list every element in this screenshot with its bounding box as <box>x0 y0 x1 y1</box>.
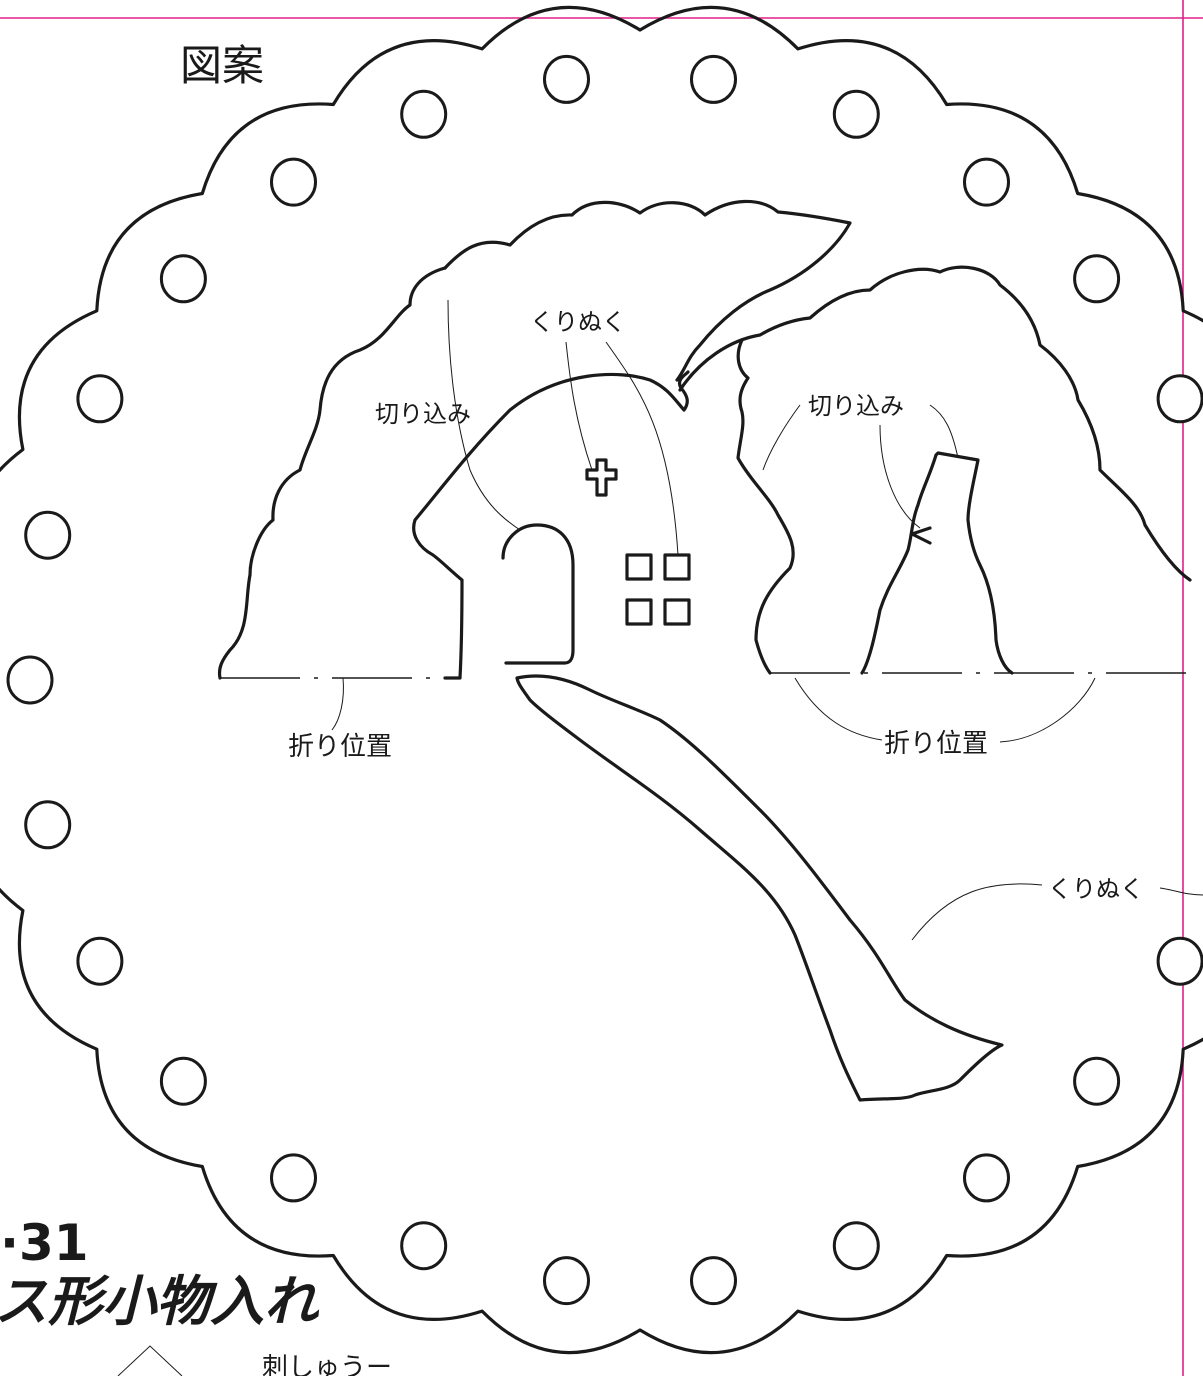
window-pane-1 <box>625 553 653 581</box>
punch-hole <box>543 54 590 104</box>
punch-hole <box>690 54 737 104</box>
punch-hole <box>6 655 54 705</box>
punch-hole <box>400 1221 448 1271</box>
punch-holes <box>6 54 1203 1306</box>
leader-slit-right-c <box>929 404 959 459</box>
label-slit-right: 切り込み <box>808 392 904 420</box>
page-title: 図案 <box>180 41 264 90</box>
leader-fold-right-a <box>794 677 883 741</box>
snowman-nose-cut <box>910 526 932 545</box>
punch-hole <box>1156 936 1203 986</box>
window-pane-4 <box>663 598 691 626</box>
punch-hole <box>963 157 1010 207</box>
footer-number: ·31 <box>0 1214 89 1272</box>
punch-hole <box>159 1056 207 1106</box>
punch-hole <box>400 89 448 139</box>
punch-hole <box>24 510 72 560</box>
label-cutout-trunk: くりぬく <box>1048 875 1144 903</box>
punch-hole <box>76 374 124 424</box>
right-tree-left-edge <box>736 338 795 675</box>
label-fold-left: 折り位置 <box>288 732 392 762</box>
leader-cutout-window <box>605 341 679 556</box>
footer-partial-note: 刺しゅうー <box>262 1353 392 1376</box>
label-cutout-top: くりぬく <box>530 308 626 336</box>
punch-hole <box>1073 1056 1121 1106</box>
left-tree-edge <box>217 266 447 680</box>
footer-name: ス形小物入れ <box>0 1270 320 1333</box>
leader-lines <box>331 299 1203 941</box>
punch-hole <box>963 1153 1010 1203</box>
punch-hole <box>1073 254 1121 304</box>
leader-fold-left <box>331 677 344 731</box>
window-pane-3 <box>625 598 653 626</box>
house-outline <box>412 370 690 680</box>
leader-fold-right-b <box>999 677 1096 743</box>
right-tree-edge <box>678 265 1192 582</box>
snowman <box>860 451 1014 675</box>
tree-trunk-cutout <box>515 674 1004 1102</box>
house-windows <box>625 553 691 626</box>
leader-cutout-trunk-end <box>1159 887 1203 896</box>
leader-slit-left <box>447 299 521 531</box>
punch-hole <box>690 1256 737 1306</box>
roof-cross-cutout <box>585 458 618 497</box>
wreath-scalloped-outline <box>0 5 1203 1355</box>
house-door <box>501 523 575 665</box>
inner-opening-treetop-edge <box>443 199 852 382</box>
label-fold-right: 折り位置 <box>884 729 988 759</box>
punch-hole <box>543 1256 590 1306</box>
footer-diamond-shape <box>117 1345 183 1377</box>
punch-hole <box>832 89 880 139</box>
punch-hole <box>76 936 124 986</box>
punch-hole <box>1156 374 1203 424</box>
punch-hole <box>24 800 72 850</box>
leader-slit-right-a <box>762 404 801 471</box>
label-slit-left: 切り込み <box>375 400 471 428</box>
punch-hole <box>270 157 317 207</box>
punch-hole <box>832 1221 880 1271</box>
window-pane-2 <box>663 553 691 581</box>
leader-cutout-cross <box>565 341 593 471</box>
punch-hole <box>159 254 207 304</box>
leader-slit-right-b <box>879 424 921 529</box>
punch-hole <box>270 1153 317 1203</box>
leader-cutout-trunk <box>911 883 1043 941</box>
